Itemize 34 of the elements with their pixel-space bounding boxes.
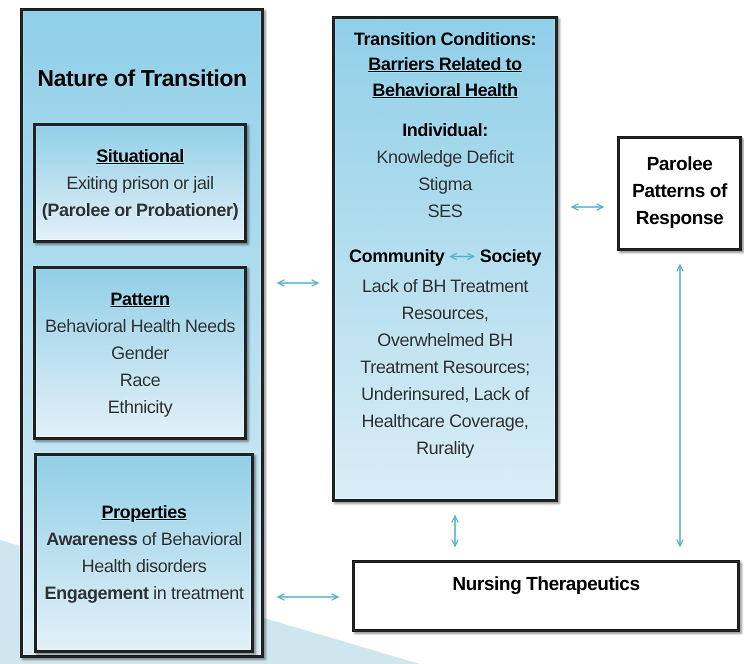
body-text: Race <box>118 368 162 392</box>
text-box <box>33 123 247 243</box>
section-title: Nature of Transition <box>37 64 247 93</box>
double-arrow <box>451 515 459 547</box>
box-heading: Pattern <box>110 288 170 310</box>
group-heading: Individual: <box>402 119 488 142</box>
body-text: Engagement in treatment <box>44 582 245 605</box>
body-text: Exiting prison or jail (Parolee or Probationer) <box>40 172 240 222</box>
group-heading: Community <box>349 243 444 270</box>
box-heading: Properties <box>101 501 187 524</box>
text-box <box>352 560 740 632</box>
text-box <box>617 136 742 251</box>
text-box <box>34 453 254 653</box>
box-heading: Situational <box>96 144 184 168</box>
double-arrow <box>571 203 604 211</box>
body-text: Gender <box>110 342 170 364</box>
section-title: Barriers Related to Behavioral Health <box>367 53 523 102</box>
body-text: Behavioral Health Needs <box>44 314 236 338</box>
double-arrow <box>277 279 319 287</box>
body-text: Stigma <box>418 173 472 196</box>
box-title: Parolee Patterns of Response <box>631 153 728 231</box>
double-arrow <box>450 252 474 260</box>
panel <box>20 8 264 658</box>
body-text: SES <box>428 200 462 223</box>
section-title: Transition Conditions: <box>354 28 536 51</box>
box-title: Nursing Therapeutics <box>452 573 640 597</box>
double-arrow <box>277 593 339 601</box>
body-text: Knowledge Deficit <box>376 146 514 169</box>
group-heading: Society <box>480 243 541 270</box>
text-box <box>33 266 247 440</box>
double-arrow <box>676 264 684 547</box>
panel <box>332 16 558 502</box>
body-text: Ethnicity <box>106 396 174 419</box>
body-text: Lack of BH Treatment Resources, Overwhelmed BH Treatment Resources; Underinsured, Lack of Healthcare Coverage, Rurality <box>359 275 531 460</box>
